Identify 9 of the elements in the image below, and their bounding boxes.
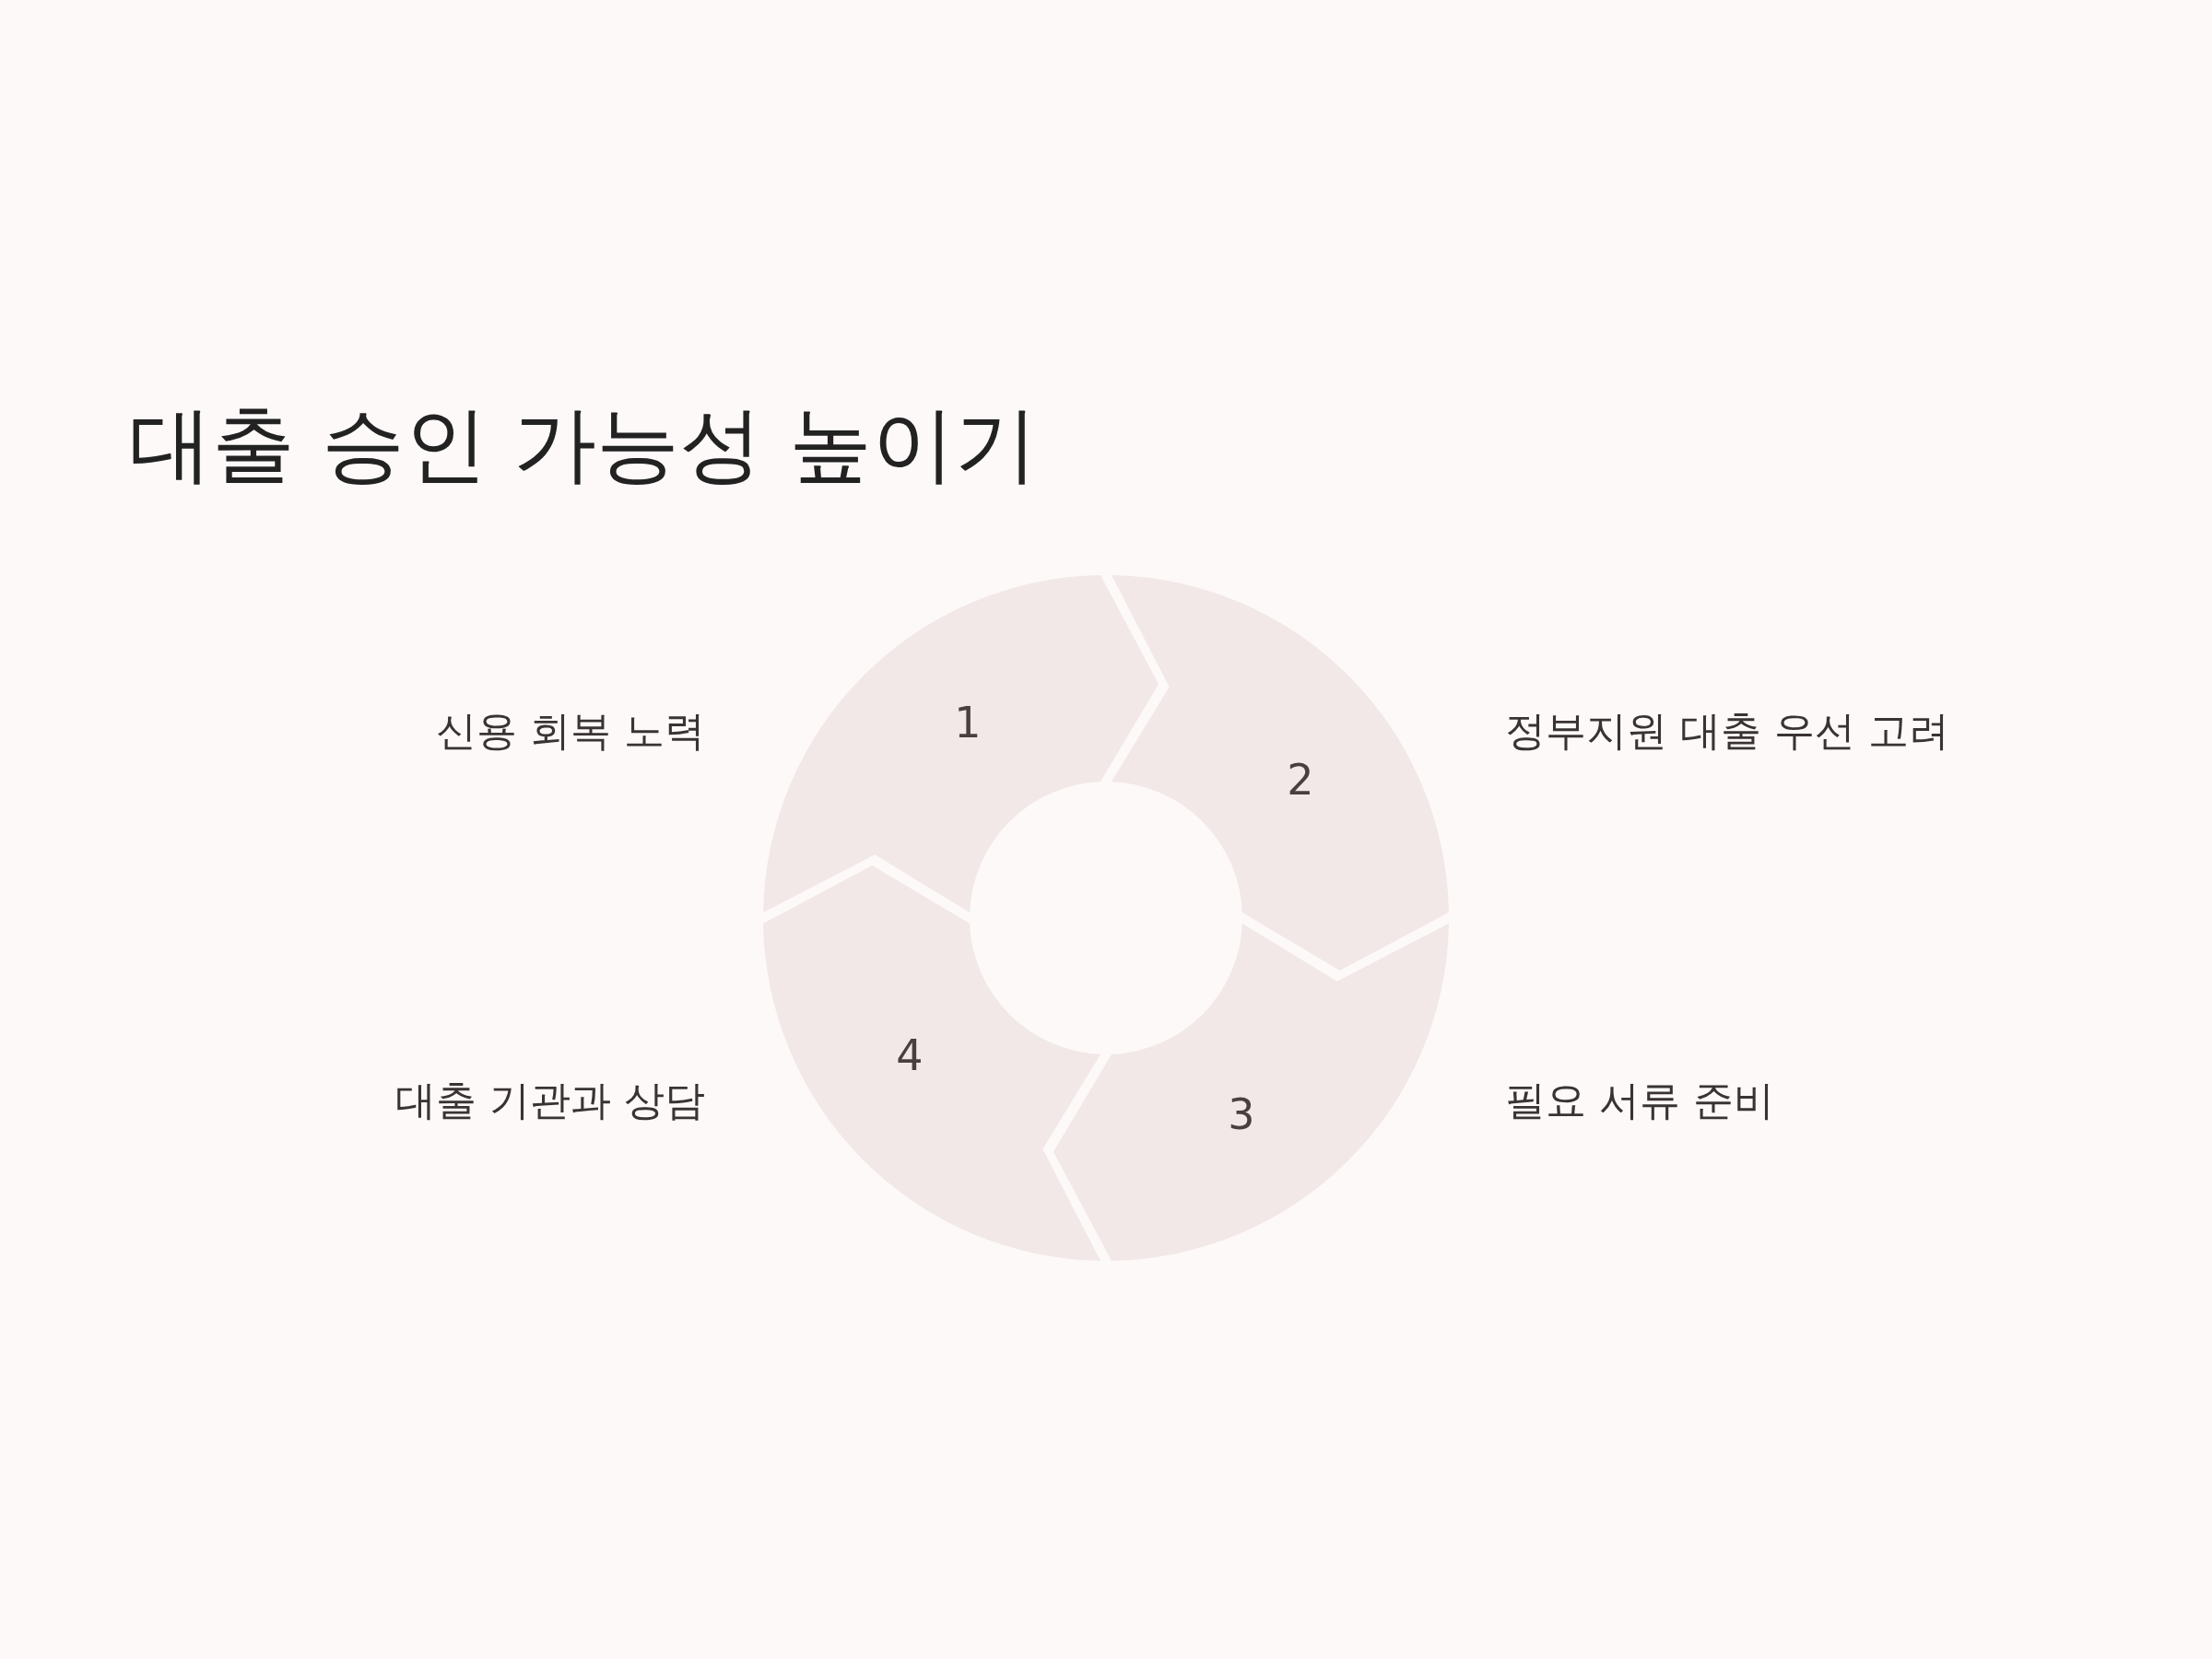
step-label: 대출 기관과 상담: [395, 1077, 705, 1125]
title: 대출 승인 가능성 높이기: [129, 394, 1038, 494]
step-number: 3: [1228, 1093, 1255, 1135]
step-label: 필요 서류 준비: [1505, 1077, 1774, 1125]
step-label: 정부지원 대출 우선 고려: [1505, 707, 1949, 756]
step-label: 신용 회복 노력: [436, 707, 705, 756]
step-number: 4: [896, 1034, 924, 1077]
step-number: 1: [954, 701, 982, 744]
step-number: 2: [1287, 759, 1314, 801]
